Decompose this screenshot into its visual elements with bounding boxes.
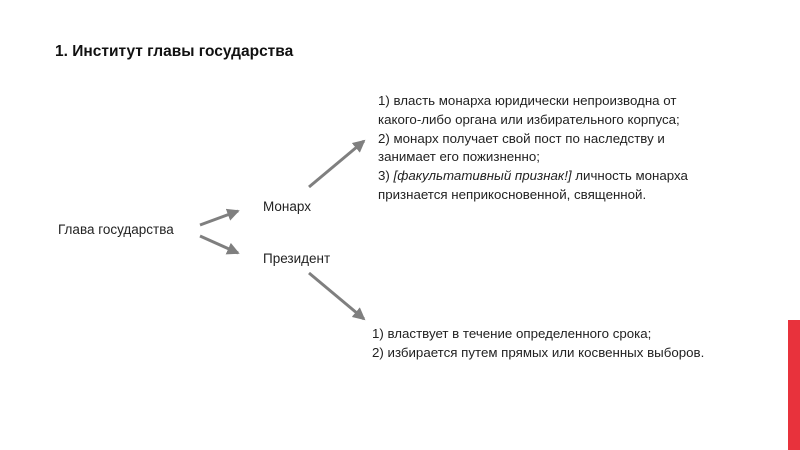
president-features: 1) властвует в течение определенного сро… bbox=[372, 325, 772, 363]
monarch-feature-line: признается неприкосновенной, священной. bbox=[378, 186, 647, 202]
arrow-head-to-monarch bbox=[199, 208, 240, 227]
slide-title: 1. Институт главы государства bbox=[55, 43, 294, 60]
head-of-state-label: Глава государства bbox=[58, 222, 174, 237]
monarch-label: Монарх bbox=[263, 199, 311, 214]
monarch-feature-line: 2) монарх получает свой пост по наследст… bbox=[378, 130, 665, 146]
arrow-monarch-to-features bbox=[308, 139, 366, 189]
optional-marker: [факультативный признак!] bbox=[393, 168, 572, 184]
monarch-feature-line: занимает его пожизненно; bbox=[378, 149, 540, 165]
president-feature-line: 2) избирается путем прямых или косвенных… bbox=[372, 344, 705, 360]
arrow-president-to-features bbox=[308, 271, 366, 321]
optional-text: личность монарха bbox=[571, 168, 688, 184]
arrow-head-to-president bbox=[199, 234, 240, 255]
monarch-features: 1) власть монарха юридически непроизводн… bbox=[378, 92, 750, 205]
monarch-feature-optional: 3) [факультативный признак!] личность мо… bbox=[378, 167, 750, 186]
optional-number: 3) bbox=[378, 168, 394, 184]
accent-bar bbox=[788, 320, 800, 450]
president-label: Президент bbox=[263, 251, 331, 266]
monarch-feature-line: 1) власть монарха юридически непроизводн… bbox=[378, 93, 677, 108]
president-feature-line: 1) властвует в течение определенного сро… bbox=[372, 326, 652, 341]
monarch-feature-line: какого-либо органа или избирательного ко… bbox=[378, 111, 680, 127]
